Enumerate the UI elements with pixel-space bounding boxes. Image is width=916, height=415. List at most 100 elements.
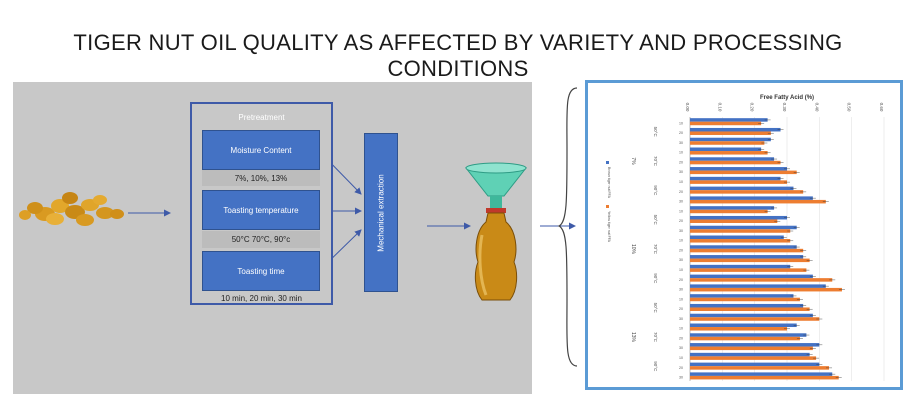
bar bbox=[690, 336, 800, 341]
bar bbox=[690, 248, 804, 253]
time-tick-label: 30 bbox=[679, 288, 683, 292]
bar bbox=[690, 333, 807, 337]
bar bbox=[690, 170, 797, 175]
bar bbox=[690, 307, 810, 311]
temperature-label: 50°C bbox=[653, 303, 658, 314]
time-tick-label: 10 bbox=[679, 180, 683, 184]
bar bbox=[690, 141, 765, 145]
legend-swatch bbox=[606, 205, 609, 208]
time-tick-label: 20 bbox=[679, 190, 683, 194]
bar bbox=[690, 206, 775, 210]
bar bbox=[690, 131, 771, 135]
time-tick-label: 20 bbox=[679, 160, 683, 164]
bar bbox=[690, 366, 830, 370]
bar bbox=[690, 303, 804, 308]
time-tick-label: 20 bbox=[679, 248, 683, 252]
bar bbox=[690, 352, 810, 357]
moisture-content-box: Moisture Content bbox=[202, 130, 320, 170]
bar bbox=[690, 147, 762, 152]
chart-title: Free Fatty Acid (%) bbox=[760, 95, 814, 101]
bar bbox=[690, 343, 820, 347]
time-tick-label: 10 bbox=[679, 327, 683, 331]
time-tick-label: 30 bbox=[679, 200, 683, 204]
bar bbox=[690, 278, 833, 282]
time-tick-label: 10 bbox=[679, 356, 683, 360]
x-tick-label: 0.00 bbox=[685, 103, 690, 112]
time-tick-label: 10 bbox=[679, 151, 683, 155]
bar bbox=[690, 362, 820, 367]
bar bbox=[690, 225, 797, 230]
oil-bottle-image bbox=[464, 162, 528, 301]
time-tick-label: 10 bbox=[679, 297, 683, 301]
time-tick-label: 10 bbox=[679, 121, 683, 125]
time-tick-label: 30 bbox=[679, 141, 683, 145]
mechanical-extraction-label: Mechanical extraction bbox=[376, 173, 386, 252]
x-tick-label: 0.30 bbox=[782, 103, 787, 112]
time-tick-label: 10 bbox=[679, 239, 683, 243]
toasting-time-box: Toasting time bbox=[202, 251, 320, 291]
bar bbox=[690, 258, 810, 263]
time-tick-label: 20 bbox=[679, 366, 683, 370]
bar bbox=[690, 323, 797, 328]
temperature-label: 90°C bbox=[653, 273, 658, 284]
time-tick-label: 30 bbox=[679, 229, 683, 233]
bar bbox=[690, 118, 768, 122]
temperature-label: 70°C bbox=[653, 244, 658, 255]
time-tick-label: 30 bbox=[679, 376, 683, 380]
x-tick-label: 0.10 bbox=[717, 103, 722, 112]
bar bbox=[690, 180, 787, 184]
bar bbox=[690, 196, 813, 200]
bar bbox=[690, 219, 778, 223]
x-tick-label: 0.50 bbox=[847, 103, 852, 112]
tiger-nuts-image bbox=[19, 192, 124, 226]
brace-icon bbox=[557, 87, 578, 367]
bar bbox=[690, 372, 833, 376]
bar bbox=[690, 255, 804, 259]
temperature-label: 70°C bbox=[653, 156, 658, 167]
time-tick-label: 30 bbox=[679, 346, 683, 350]
bar bbox=[690, 157, 775, 161]
time-tick-label: 10 bbox=[679, 268, 683, 272]
time-tick-label: 20 bbox=[679, 278, 683, 282]
bar bbox=[690, 346, 813, 351]
temperature-label: 90°C bbox=[653, 185, 658, 196]
bar bbox=[690, 313, 813, 318]
time-tick-label: 20 bbox=[679, 336, 683, 340]
bar bbox=[690, 294, 794, 298]
bar bbox=[690, 160, 781, 165]
bar bbox=[690, 137, 771, 142]
bar bbox=[690, 297, 800, 302]
temperature-label: 90°C bbox=[653, 361, 658, 372]
moisture-content-label: Moisture Content bbox=[230, 145, 292, 155]
bar bbox=[690, 327, 787, 331]
legend-label: Yellow tiger nut FFA bbox=[607, 211, 611, 243]
toasting-temperature-values: 50°C 70°C, 90°c bbox=[202, 231, 320, 248]
temperature-label: 50°C bbox=[653, 215, 658, 226]
bar bbox=[690, 375, 839, 380]
mechanical-extraction-box: Mechanical extraction bbox=[364, 133, 398, 292]
toasting-temperature-label: Toasting temperature bbox=[223, 205, 299, 215]
bar bbox=[690, 209, 768, 214]
bar bbox=[690, 127, 781, 132]
moisture-label: 10% bbox=[630, 244, 636, 255]
bar bbox=[690, 199, 826, 204]
bar bbox=[690, 268, 807, 272]
moisture-label: 7% bbox=[630, 157, 636, 165]
bar bbox=[690, 167, 787, 171]
bar bbox=[690, 317, 820, 321]
bar bbox=[690, 176, 781, 181]
time-tick-label: 10 bbox=[679, 209, 683, 213]
temperature-label: 70°C bbox=[653, 332, 658, 343]
x-tick-label: 0.60 bbox=[879, 103, 884, 112]
x-tick-label: 0.40 bbox=[814, 103, 819, 112]
time-tick-label: 20 bbox=[679, 219, 683, 223]
bar bbox=[690, 186, 794, 191]
legend-swatch bbox=[606, 161, 609, 164]
pretreatment-label: Pretreatment bbox=[238, 113, 285, 122]
bar bbox=[690, 264, 791, 269]
toasting-time-values: 10 min, 20 min, 30 min bbox=[221, 293, 302, 303]
moisture-label: 13% bbox=[630, 332, 636, 343]
